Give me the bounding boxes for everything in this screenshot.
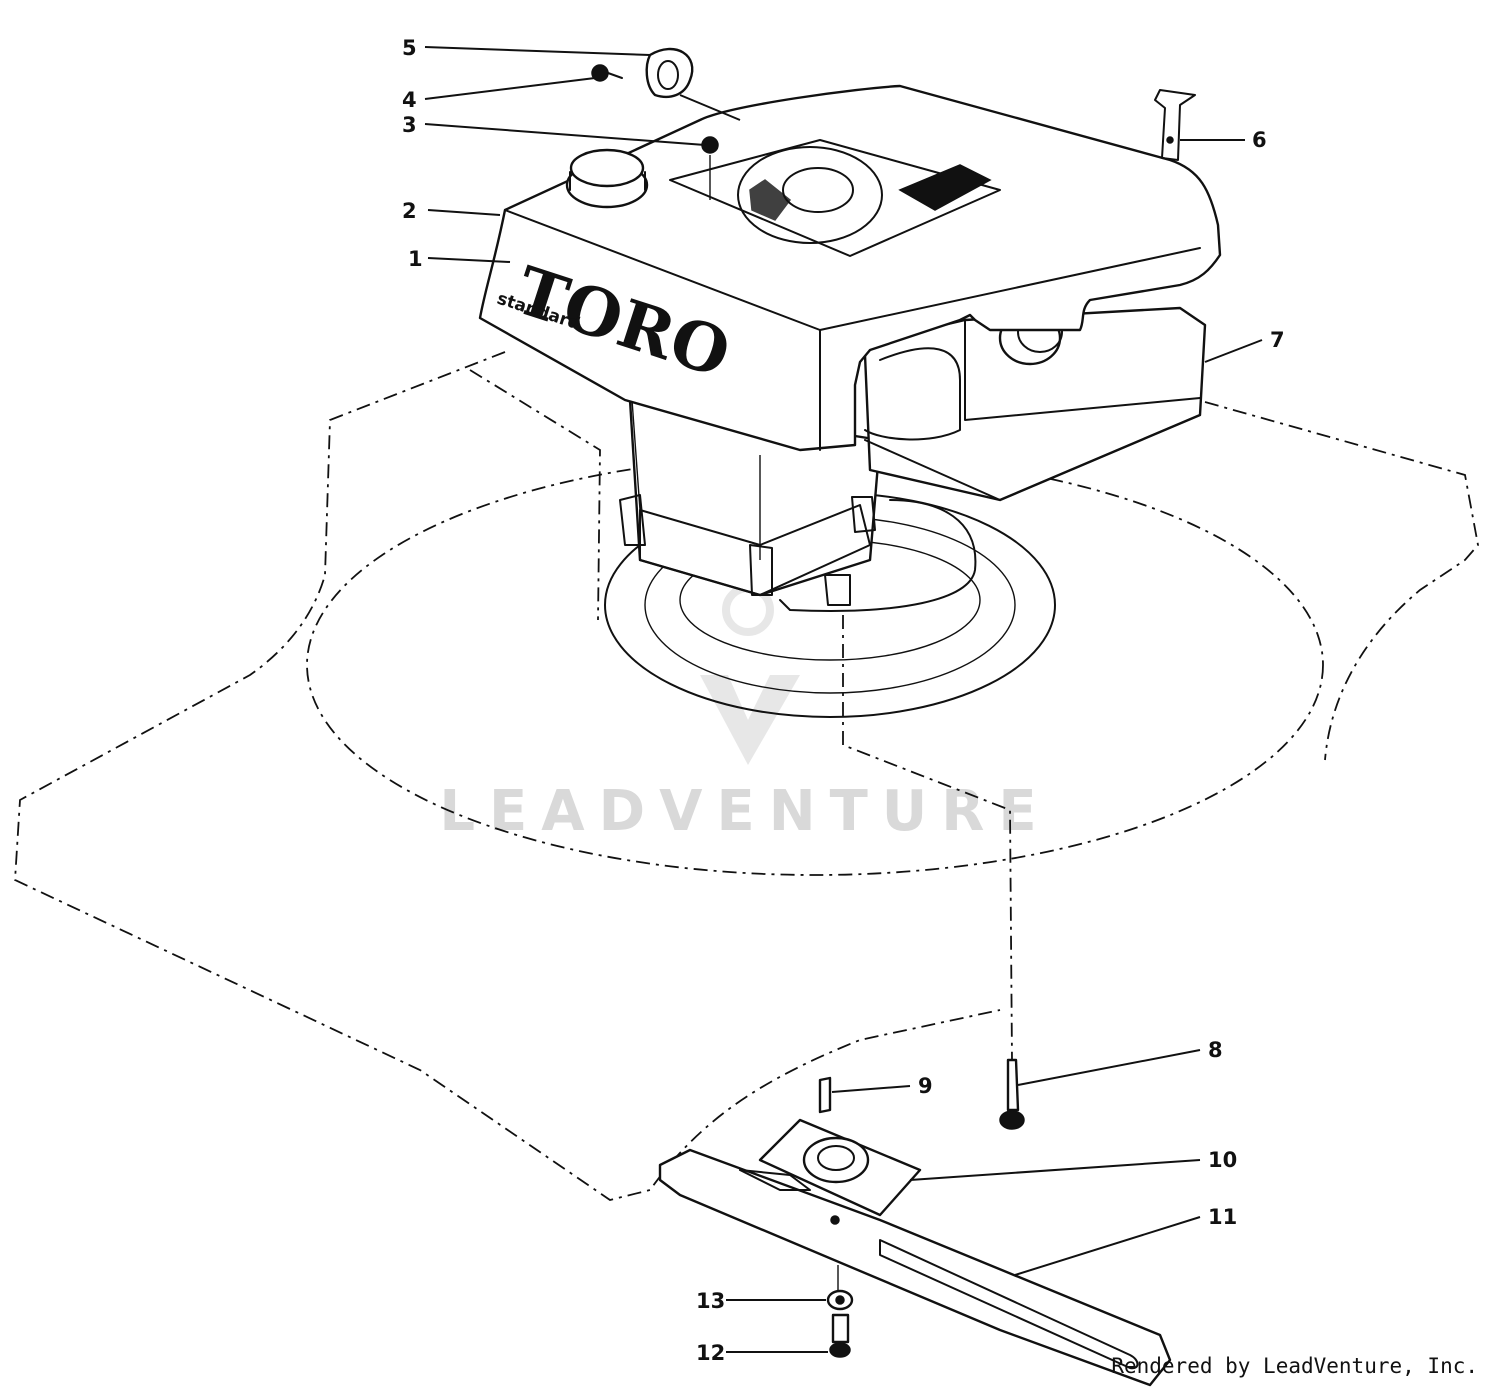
oil-fill-cap xyxy=(565,148,649,209)
callout-5: 5 xyxy=(402,36,417,60)
callout-10: 10 xyxy=(1208,1148,1237,1172)
watermark-logo xyxy=(700,584,800,765)
callout-11: 11 xyxy=(1208,1205,1237,1229)
callout-leaders xyxy=(424,46,1263,1353)
engine-shroud: TORO standard xyxy=(478,84,1222,452)
callout-2: 2 xyxy=(402,199,417,223)
small-parts-top xyxy=(591,47,1196,200)
callout-7: 7 xyxy=(1270,328,1285,352)
callout-9: 9 xyxy=(918,1074,933,1098)
blade-assembly xyxy=(658,1058,1172,1387)
callout-4: 4 xyxy=(402,88,417,112)
callout-1: 1 xyxy=(408,247,423,271)
watermark-text: LEADVENTURE xyxy=(439,779,1050,844)
callout-8: 8 xyxy=(1208,1038,1223,1062)
callout-3: 3 xyxy=(402,113,417,137)
bolt-alignment-line xyxy=(842,615,1013,1061)
render-credit: Rendered by LeadVenture, Inc. xyxy=(1111,1354,1478,1378)
callout-6: 6 xyxy=(1252,128,1267,152)
callout-13: 13 xyxy=(696,1289,725,1313)
fuel-tank xyxy=(863,306,1207,502)
callout-12: 12 xyxy=(696,1341,725,1365)
